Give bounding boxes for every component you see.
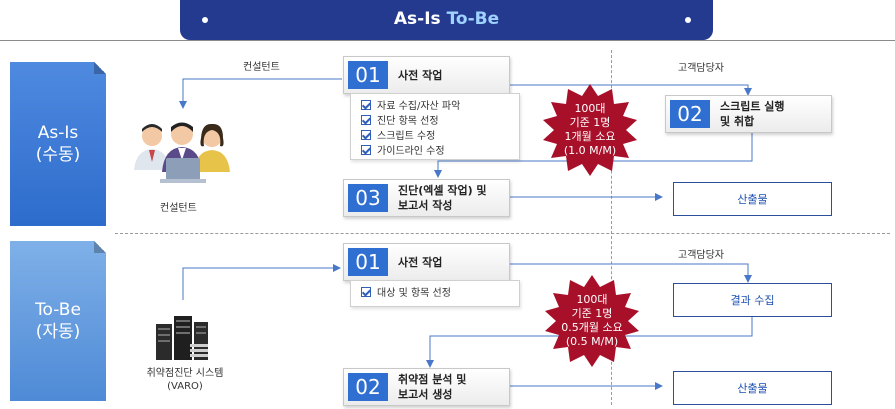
diagram-title: As-Is To-Be xyxy=(393,9,500,29)
checklist-item: 진단 항목 선정 xyxy=(361,112,519,127)
checkbox-icon xyxy=(361,129,371,140)
server-icon xyxy=(156,316,208,360)
customer-label-tobe: 고객담당자 xyxy=(678,250,724,261)
top-rule xyxy=(0,40,895,41)
tobe-output-box: 산출물 xyxy=(673,371,832,405)
step-number: 02 xyxy=(670,100,710,128)
tobe-panel: To-Be (자동) xyxy=(10,241,106,401)
checklist-item: 스크립트 수정 xyxy=(361,127,519,142)
checklist-item: 자료 수집/자산 파악 xyxy=(361,97,519,112)
tobe-checklist: 대상 및 항목 선정 xyxy=(350,280,520,307)
title-tab: As-Is To-Be xyxy=(180,0,713,40)
tobe-label: To-Be xyxy=(35,300,81,320)
asis-step-01: 01 사전 작업 xyxy=(343,56,510,94)
checkbox-icon xyxy=(361,286,371,297)
step-number: 03 xyxy=(348,184,388,212)
tobe-step-01: 01 사전 작업 xyxy=(343,243,510,281)
vertical-divider xyxy=(611,50,612,405)
consultants-icon xyxy=(134,122,230,183)
title-dot-left xyxy=(202,17,208,23)
duration-burst-tobe xyxy=(545,275,639,367)
step-number: 01 xyxy=(348,61,388,89)
system-label: 취약점진단 시스템(VARO) xyxy=(146,368,224,392)
checklist-item: 가이드라인 수정 xyxy=(361,142,519,157)
duration-burst-asis xyxy=(543,84,637,176)
customer-label-asis: 고객담당자 xyxy=(678,63,724,74)
asis-output-box: 산출물 xyxy=(673,182,832,216)
section-divider xyxy=(115,233,890,234)
tobe-sublabel: (자동) xyxy=(35,322,81,342)
step-label: 사전 작업 xyxy=(398,255,443,269)
title-dot-right xyxy=(685,17,691,23)
page-fold-icon xyxy=(94,62,106,74)
consultant-label: 컨설턴트 xyxy=(160,203,197,214)
asis-panel: As-Is (수동) xyxy=(10,62,106,226)
asis-label: As-Is xyxy=(37,123,79,143)
checkbox-icon xyxy=(361,144,371,155)
asis-checklist: 자료 수집/자산 파악 진단 항목 선정 스크립트 수정 가이드라인 수정 xyxy=(350,93,520,160)
asis-sublabel: (수동) xyxy=(35,145,81,165)
step-label: 사전 작업 xyxy=(398,68,443,82)
page-fold-icon xyxy=(94,241,106,253)
checklist-item: 대상 및 항목 선정 xyxy=(361,284,519,299)
consultant-top-label: 컨설턴트 xyxy=(243,62,280,73)
step-number: 01 xyxy=(348,248,388,276)
result-collect-box: 결과 수집 xyxy=(673,283,832,317)
checkbox-icon xyxy=(361,99,371,110)
checkbox-icon xyxy=(361,114,371,125)
step-number: 02 xyxy=(348,373,388,401)
